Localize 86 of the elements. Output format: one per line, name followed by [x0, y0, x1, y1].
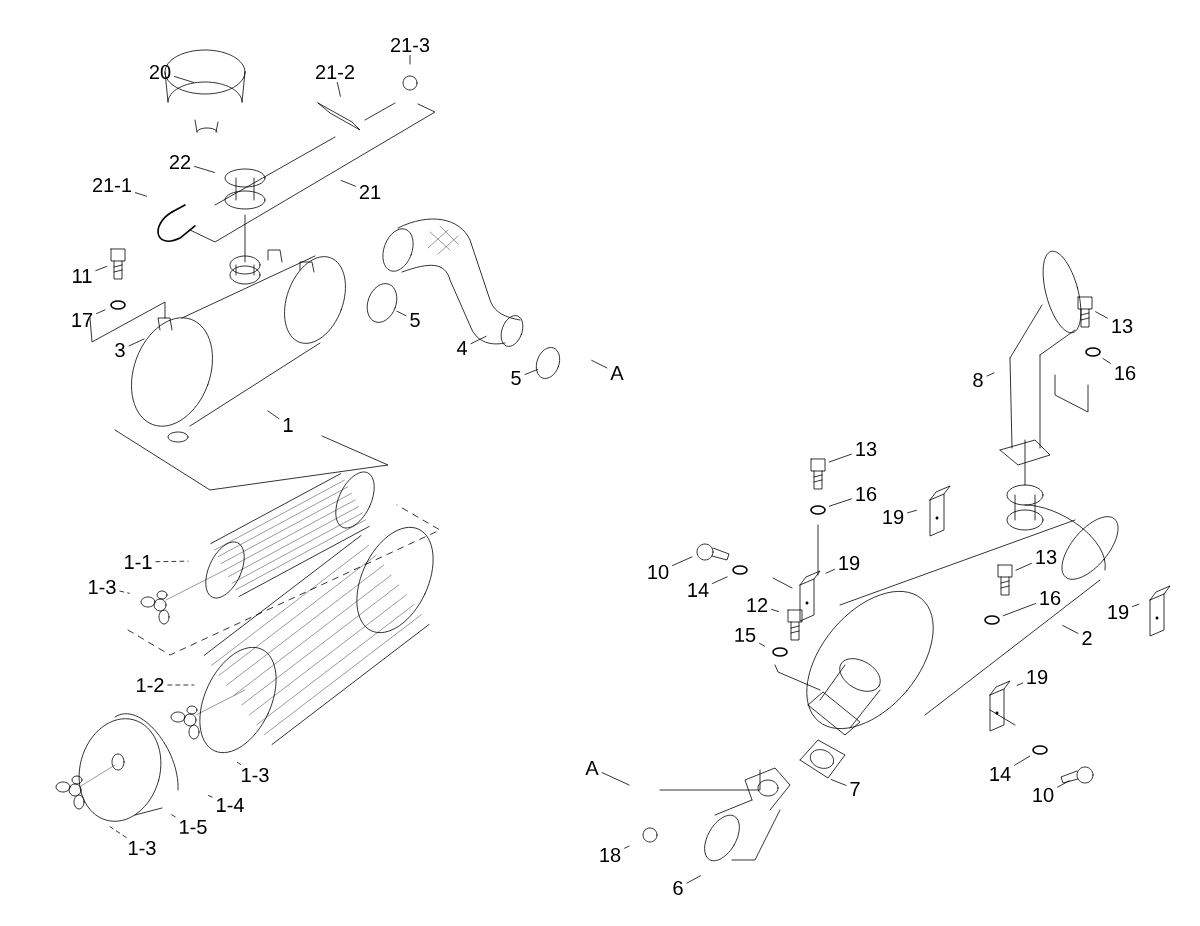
leader-line: [829, 498, 852, 507]
callout-number: 4: [456, 341, 467, 355]
callout-number: 11: [73, 269, 92, 283]
callout-number: 12: [747, 598, 768, 612]
leader-line: [235, 760, 241, 765]
leader-line: [759, 642, 765, 647]
callout-number: 21: [359, 185, 381, 199]
callout-number: 8: [973, 372, 983, 388]
leader-line: [336, 81, 341, 97]
leader-line: [712, 576, 728, 584]
callout-number: 16: [856, 486, 877, 502]
callout-number: 1-3: [242, 767, 269, 783]
callout-number: 19: [883, 509, 904, 525]
leader-line: [1002, 603, 1036, 617]
callout-number: 21-2: [316, 65, 354, 79]
callout-number: 16: [1040, 590, 1061, 606]
callout-number: 1-1: [125, 555, 152, 569]
leader-line: [155, 560, 189, 563]
leader-line: [1095, 311, 1108, 319]
leader-line: [1016, 682, 1023, 686]
callout-number: 21-1: [93, 178, 132, 192]
callout-number: 5: [511, 371, 521, 385]
callout-number: 2: [1082, 631, 1092, 645]
leader-line: [907, 509, 917, 514]
leader-line: [470, 335, 487, 345]
callout-number: 10: [648, 564, 669, 580]
leader-line: [95, 265, 108, 272]
leader-line: [170, 813, 176, 818]
callout-number: 7: [850, 782, 860, 796]
leader-line: [524, 369, 539, 375]
callout-number: 1-3: [89, 579, 116, 595]
callout-number: 13: [1036, 549, 1057, 565]
leader-line: [624, 845, 630, 849]
callout-number: 20: [149, 64, 171, 80]
callout-number: 19: [839, 555, 860, 571]
leader-line: [686, 875, 701, 884]
leader-line: [206, 794, 213, 798]
callout-number: A: [610, 366, 624, 380]
leader-line: [174, 76, 194, 83]
callout-number: 15: [735, 628, 756, 642]
callout-number: 14: [688, 583, 709, 597]
leader-line: [340, 180, 356, 187]
callout-number: 21-3: [391, 37, 430, 53]
callout-number: 13: [856, 441, 877, 457]
leader-line: [167, 684, 195, 686]
callout-number: 16: [1115, 365, 1136, 381]
leader-line: [409, 55, 411, 65]
callout-number: 1-3: [129, 840, 156, 856]
leader-line: [601, 772, 630, 786]
callout-number: 19: [1108, 604, 1129, 620]
callout-number: 6: [673, 880, 683, 896]
callout-number: 1-2: [137, 678, 164, 692]
leader-line: [825, 569, 835, 574]
leader-line: [267, 410, 280, 420]
leader-line: [128, 338, 145, 347]
callout-number: 18: [600, 847, 621, 863]
leader-line: [830, 779, 847, 786]
callout-number: 19: [1027, 669, 1048, 685]
leader-line: [194, 166, 215, 173]
callout-number: 14: [990, 767, 1011, 781]
callout-number: 1-4: [217, 798, 244, 812]
leader-line: [1102, 358, 1111, 364]
callout-number: 22: [169, 155, 191, 169]
leader-line: [96, 309, 106, 314]
callout-number: 3: [115, 342, 125, 358]
leader-line: [672, 556, 693, 566]
leader-line: [1132, 603, 1140, 607]
callout-number: A: [585, 761, 599, 775]
leader-line: [135, 192, 147, 197]
leader-line: [1062, 625, 1079, 634]
callout-number: 17: [72, 313, 93, 327]
callout-number: 10: [1033, 787, 1054, 803]
leader-line: [1057, 780, 1070, 788]
callout-number: 1-5: [180, 820, 207, 834]
leader-line: [109, 826, 127, 838]
leader-line: [119, 590, 130, 594]
leader-line: [986, 372, 995, 377]
leader-line: [828, 453, 852, 463]
leader-line: [1014, 755, 1031, 766]
leader-line: [591, 359, 608, 369]
callout-number: 13: [1112, 318, 1133, 334]
leader-line: [396, 310, 407, 317]
callout-number: 1: [284, 418, 293, 432]
callout-number: 5: [410, 313, 420, 327]
leader-line: [771, 609, 779, 612]
leader-line: [1015, 563, 1032, 571]
